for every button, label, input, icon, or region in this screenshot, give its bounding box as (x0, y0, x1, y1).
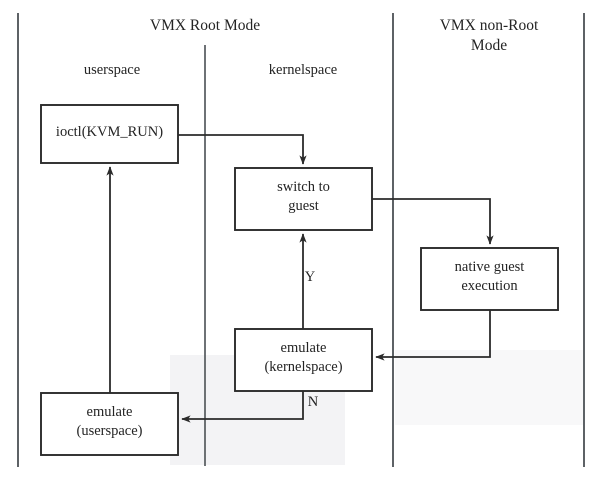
node-box-emulate-kernelspace (234, 328, 373, 392)
node-boxes (40, 104, 559, 456)
node-box-ioctl (40, 104, 179, 164)
edge-native-to-emulate-kernel (375, 310, 491, 361)
scan-artifact-2 (395, 350, 585, 425)
lane-borders (17, 13, 585, 467)
node-box-emulate-userspace (40, 392, 179, 456)
edge-switch-to-native (372, 198, 494, 245)
node-box-switch-to-guest (234, 167, 373, 231)
edge-emulate-kernel-to-emulate-user (181, 391, 304, 423)
edge-ioctl-to-switch (178, 134, 307, 165)
node-box-native-guest-execution (420, 247, 559, 311)
edge-paths (106, 134, 494, 423)
